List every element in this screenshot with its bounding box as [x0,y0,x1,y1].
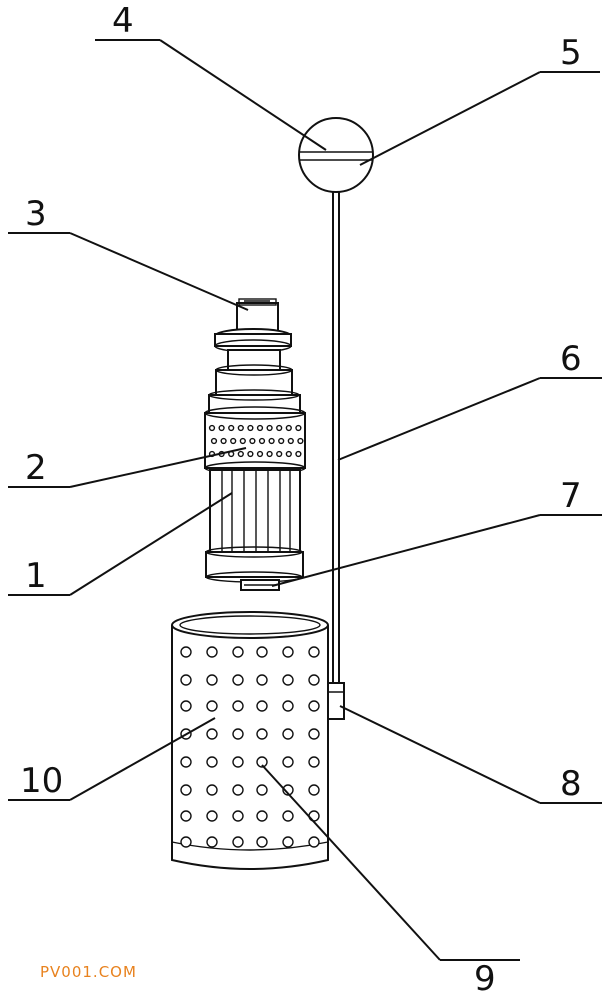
perforation-hole [282,646,294,658]
leader-lines [8,39,602,961]
perforation-hole [282,810,294,822]
pump-assembly [204,298,306,591]
label-7: 7 [560,476,582,516]
perforation-hole [276,424,283,432]
basket-holes [180,646,320,848]
perforation-hole [208,424,216,432]
perforation-hole [282,728,294,740]
part-labels: 4 5 3 6 2 7 1 10 8 9 [20,1,582,999]
perforation-hole [308,836,320,848]
perforation-hole [308,728,320,740]
perforation-hole [282,756,294,768]
perforation-hole [256,450,264,458]
filter-basket [171,611,329,870]
perforation-hole [247,424,254,432]
perforation-hole [180,646,192,658]
perforation-hole [228,424,235,432]
perforation-hole [232,810,244,822]
perforation-hole [308,674,320,686]
perforation-hole [249,437,256,445]
perforation-hole [218,424,225,432]
perforation-hole [230,437,237,445]
perforation-hole [285,450,292,458]
perforation-hole [285,424,292,432]
perforation-hole [206,646,218,658]
perforation-hole [256,700,268,712]
watermark-text: PV001.COM [40,963,137,981]
perforation-hole [256,424,264,432]
perforation-hole [232,700,244,712]
label-6: 6 [560,339,582,379]
perforation-hole [282,674,294,686]
label-2: 2 [25,448,47,488]
perforation-hole [237,450,244,458]
perforation-hole [256,810,268,822]
perforation-hole [256,728,268,740]
perforation-hole [256,836,268,848]
perforation-hole [180,674,192,686]
perforation-hole [308,646,320,658]
label-9: 9 [474,959,496,999]
perforation-hole [220,437,227,445]
float-rod [332,192,340,685]
perforation-hole [297,437,304,445]
perforation-hole [232,784,244,796]
perforation-hole [232,728,244,740]
perforation-hole [308,700,320,712]
label-10: 10 [20,761,63,801]
perforation-hole [180,836,192,848]
label-5: 5 [560,33,582,73]
perforation-hole [239,437,246,445]
perforation-hole [206,836,218,848]
perforation-hole [266,450,273,458]
perforation-hole [232,646,244,658]
perforation-hole [308,756,320,768]
perforation-hole [237,424,244,432]
perforation-hole [206,756,218,768]
perforation-hole [206,728,218,740]
perforation-hole [308,784,320,796]
perforation-hole [206,674,218,686]
perforation-hole [180,700,192,712]
perforation-hole [232,836,244,848]
perforation-hole [278,437,285,445]
perforation-hole [210,437,218,445]
float-ball [298,117,374,193]
perforation-hole [287,437,294,445]
perforation-hole [282,784,294,796]
band-holes [208,424,304,458]
label-1: 1 [25,556,47,596]
perforation-hole [206,810,218,822]
label-3: 3 [25,194,47,234]
perforation-hole [295,450,302,458]
perforation-hole [247,450,254,458]
perforation-hole [295,424,302,432]
perforation-hole [266,424,273,432]
perforation-hole [180,810,192,822]
perforation-hole [276,450,283,458]
perforation-hole [256,674,268,686]
perforation-hole [256,756,268,768]
perforation-hole [180,756,192,768]
perforation-hole [206,784,218,796]
perforation-hole [232,674,244,686]
perforation-hole [282,836,294,848]
perforation-hole [268,437,275,445]
perforation-hole [232,756,244,768]
perforation-hole [282,700,294,712]
perforation-hole [258,437,266,445]
perforation-hole [256,784,268,796]
perforation-hole [206,700,218,712]
label-4: 4 [112,1,134,41]
perforation-hole [256,646,268,658]
label-8: 8 [560,764,582,804]
perforation-hole [180,784,192,796]
